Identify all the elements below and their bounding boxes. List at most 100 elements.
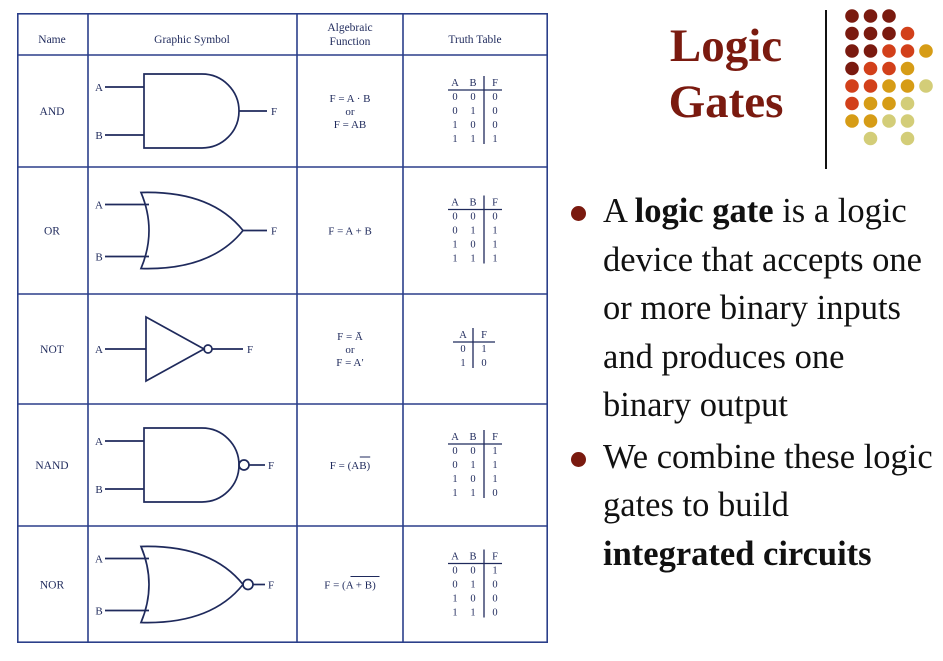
algebraic-function-line: F = A′ (336, 357, 364, 369)
decorative-dot (900, 96, 915, 111)
truth-cell: 1 (492, 460, 497, 471)
input-a-label: A (95, 436, 103, 448)
decorative-dot (882, 44, 896, 58)
input-a-label: A (95, 200, 103, 212)
truth-cell: 0 (492, 106, 497, 117)
decorative-dot (900, 114, 915, 128)
decorative-dot (882, 9, 896, 23)
decorative-dot (845, 114, 859, 128)
truth-cell: 0 (492, 594, 497, 605)
and-gate-icon (105, 73, 267, 149)
decorative-dot (882, 96, 896, 111)
decorative-dot (863, 114, 878, 128)
truth-cell: 0 (492, 608, 497, 619)
truth-cell: 1 (452, 240, 457, 251)
truth-cell: 0 (470, 212, 475, 223)
decorative-dot (882, 79, 896, 93)
bullet-text: We combine these logic gates to build (603, 437, 933, 525)
algebraic-function: F = (A + B) (324, 580, 376, 592)
input-b-label: B (95, 130, 102, 142)
truth-cell: 0 (492, 212, 497, 223)
gate-body (139, 191, 245, 270)
input-b-label: B (95, 606, 102, 618)
decorative-dot (845, 9, 859, 23)
algebraic-function-line: F = A + B (328, 226, 372, 238)
bullet-dot-icon (571, 206, 586, 221)
algebraic-function-line: F = Ā (337, 331, 363, 343)
truth-cell: 1 (452, 608, 457, 619)
truth-cell: 0 (452, 446, 457, 457)
truth-cell: 0 (460, 344, 465, 355)
table-border (17, 13, 548, 643)
truth-cell: 0 (470, 92, 475, 103)
truth-cell: 1 (470, 580, 475, 591)
truth-header-cell: B (469, 78, 476, 89)
truth-cell: 0 (470, 240, 475, 251)
truth-cell: 0 (452, 580, 457, 591)
truth-cell: 0 (470, 474, 475, 485)
gate-body (145, 315, 206, 383)
truth-cell: 1 (452, 134, 457, 145)
decorative-dot (863, 79, 878, 93)
algebraic-function-line: F = AB (334, 119, 367, 131)
gate-body (139, 545, 245, 624)
truth-cell: 1 (470, 254, 475, 265)
truth-cell: 1 (460, 358, 465, 369)
truth-cell: 1 (492, 474, 497, 485)
bullet-text: is a logic device that accepts one or mo… (603, 192, 922, 424)
truth-cell: 1 (481, 344, 486, 355)
bullet-emphasis: logic gate (634, 192, 774, 230)
decorative-dot (919, 79, 933, 93)
gate-name: AND (40, 106, 65, 118)
decorative-dot (882, 26, 896, 41)
decorative-dot (845, 96, 859, 111)
decorative-dot (900, 79, 915, 93)
decorative-dot (863, 26, 878, 41)
algebraic-function: F = (AB) (330, 460, 371, 472)
gate-name: OR (44, 226, 60, 238)
truth-cell: 0 (470, 566, 475, 577)
bullet-text: A (603, 192, 635, 230)
gate-name: NOR (40, 580, 65, 592)
table-header: Name Graphic Symbol Algebraic Function T… (38, 22, 501, 48)
truth-cell: 0 (492, 488, 497, 499)
table-grid (17, 13, 548, 643)
bullet-emphasis: integrated circuits (603, 534, 872, 573)
algebraic-function-line: or (345, 344, 355, 356)
truth-cell: 1 (492, 226, 497, 237)
truth-cell: 1 (452, 488, 457, 499)
decorative-dot (882, 114, 896, 128)
slide-title-line2: Gates (668, 76, 784, 128)
decorative-dot (882, 61, 896, 76)
header-truth-table: Truth Table (448, 34, 501, 46)
input-b-label: B (95, 484, 102, 496)
logic-gate-table: Name Graphic Symbol Algebraic Function T… (17, 13, 548, 643)
decorative-dot (845, 44, 859, 58)
input-a-label: A (95, 554, 103, 566)
input-a-label: A (95, 82, 103, 94)
decorative-dot (900, 61, 915, 76)
input-a-label: A (95, 344, 103, 356)
truth-cell: 0 (492, 580, 497, 591)
truth-header-cell: A (451, 78, 459, 89)
truth-cell: 1 (492, 566, 497, 577)
truth-cell: 0 (492, 92, 497, 103)
bullet-item: A logic gate is a logic device that acce… (568, 187, 940, 430)
truth-header-cell: B (469, 552, 476, 563)
truth-header-cell: A (451, 552, 459, 563)
decorative-dot (900, 131, 915, 146)
header-algebraic-line2: Function (330, 36, 371, 48)
decorative-dot (863, 44, 878, 58)
output-f-label: F (247, 344, 253, 356)
truth-cell: 1 (492, 446, 497, 457)
decorative-dot (863, 131, 878, 146)
nand-gate-icon (105, 427, 265, 503)
not-gate-icon (105, 315, 243, 383)
algebraic-function-line: or (345, 106, 355, 118)
truth-header-cell: A (451, 198, 459, 209)
truth-cell: 1 (470, 106, 475, 117)
truth-cell: 1 (470, 134, 475, 145)
algebraic-function-line: F = A · B (329, 93, 370, 105)
truth-header-cell: B (469, 432, 476, 443)
